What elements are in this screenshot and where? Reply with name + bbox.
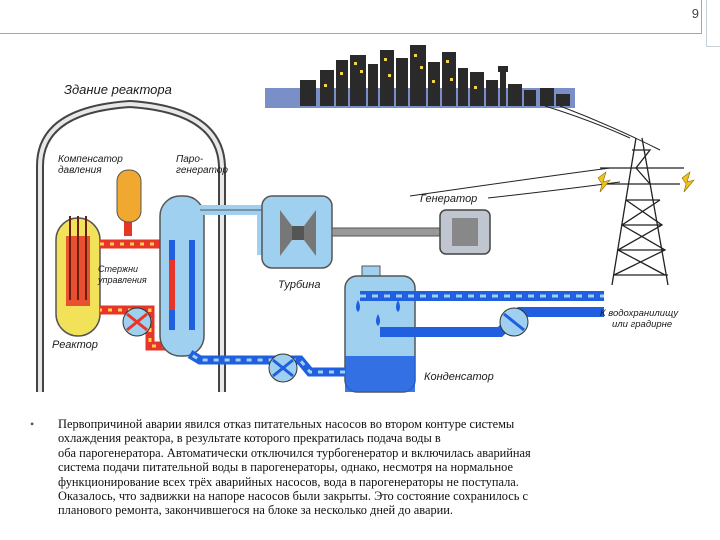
turbine-label: Турбина (278, 279, 320, 291)
building-label: Здание реактора (64, 82, 172, 97)
pump-icon (122, 307, 152, 337)
frame-top-rule (0, 33, 702, 34)
building-shape (336, 60, 348, 106)
turbine-shaft (331, 227, 443, 237)
text-line: оба парогенератора. Автоматически отключ… (58, 445, 531, 460)
building-shape (300, 80, 316, 106)
building-shape (410, 45, 426, 106)
text-line: планового ремонта, закончившегося на бло… (58, 503, 454, 518)
rods-label-1: Стержни (98, 264, 138, 274)
building-shape (396, 58, 408, 106)
steam-generator (159, 195, 205, 357)
cooling-pump-icon (499, 307, 529, 337)
generator-unit (439, 209, 491, 255)
text-line: Первопричиной аварии явился отказ питате… (58, 417, 515, 431)
reactor-vessel (55, 216, 101, 337)
containment-wall-inner (38, 101, 224, 392)
building-shape (458, 68, 468, 106)
building-shape (524, 90, 536, 106)
pressurizer-label-2: давления (58, 165, 102, 176)
frame-corner (706, 0, 720, 47)
cooling-label-2: или градирне (612, 319, 672, 330)
text-line: охлаждения реактора, в результате которо… (58, 431, 441, 446)
reactor-label: Реактор (52, 339, 98, 351)
feedwater-pump-icon (268, 353, 298, 383)
npp-diagram: Здание реактора Компенсатор давления Пар… (36, 45, 695, 393)
rods-label-2: управления (97, 275, 147, 285)
building-shape (556, 94, 570, 106)
building-shape (350, 55, 366, 106)
frame-divider (701, 0, 702, 33)
building-shape (320, 70, 334, 106)
condenser-label: Конденсатор (424, 371, 494, 383)
spark-icon (597, 171, 695, 193)
pressurizer-vessel (116, 169, 142, 236)
text-line: функционирование всех трёх аварийных нас… (58, 474, 519, 489)
building-shape (540, 88, 554, 106)
text-line: система подачи питательной воды в пароге… (58, 460, 513, 475)
cooling-label-1: К водохранилищу (600, 308, 679, 319)
building-shape (368, 64, 378, 106)
building-shape (498, 66, 508, 72)
building-shape (442, 52, 456, 106)
city-skyline (265, 45, 575, 108)
generator-label: Генератор (420, 193, 477, 205)
transmission-tower (600, 137, 684, 286)
building-shape (486, 80, 498, 106)
slide-number: 9 (691, 6, 699, 21)
steamgen-label-2: генератор (176, 165, 228, 176)
turbine-housing (261, 195, 333, 269)
building-shape (380, 50, 394, 106)
building-shape (428, 62, 440, 106)
building-shape (508, 84, 522, 106)
feedwater-loop (187, 350, 345, 377)
body-paragraph: Первопричиной аварии явился отказ питате… (58, 417, 698, 518)
pressurizer-label-1: Компенсатор (58, 154, 123, 165)
steamgen-label-1: Паро- (176, 154, 204, 165)
bullet-marker: • (30, 417, 35, 431)
building-shape (500, 70, 506, 106)
text-line: Оказалось, что задвижки на напоре насосо… (58, 489, 529, 504)
